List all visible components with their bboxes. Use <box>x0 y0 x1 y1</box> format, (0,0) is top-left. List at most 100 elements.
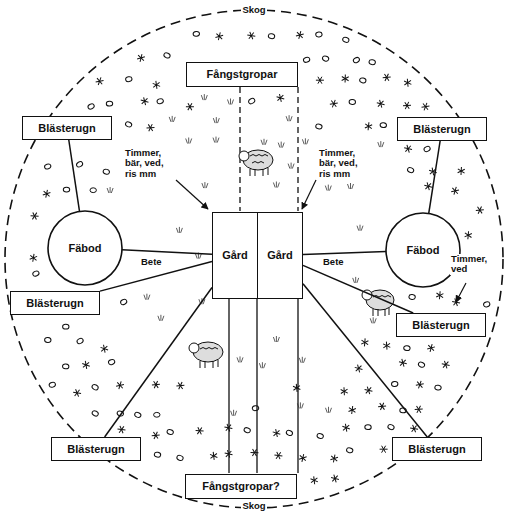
grass-mark <box>202 182 208 188</box>
tree-mark <box>120 298 128 305</box>
tree-mark <box>421 103 430 111</box>
tree-mark <box>292 383 302 393</box>
tree-mark <box>108 359 115 365</box>
tree-mark <box>347 405 357 415</box>
path-line <box>303 251 386 254</box>
tree-mark <box>346 447 353 453</box>
sheep-icons <box>189 150 394 368</box>
tree-mark <box>340 74 350 84</box>
tree-mark <box>195 427 203 434</box>
tree-mark <box>407 167 415 174</box>
place-box: Blästerugn <box>396 313 486 337</box>
tree-mark <box>156 98 163 104</box>
grass-mark <box>213 137 219 143</box>
tree-mark <box>117 426 126 434</box>
tree-mark <box>146 124 154 131</box>
grass-mark <box>176 227 182 233</box>
grass-mark <box>353 277 359 283</box>
tree-mark <box>42 189 52 198</box>
grass-mark <box>325 185 331 191</box>
tree-mark <box>154 412 160 417</box>
tree-mark <box>387 424 395 431</box>
grass-mark <box>201 94 207 100</box>
tree-mark <box>274 452 283 460</box>
place-name: Blästerugn <box>36 122 97 134</box>
tree-mark <box>382 341 392 351</box>
tree-mark <box>363 122 373 132</box>
tree-mark <box>81 360 91 369</box>
tree-mark <box>426 344 436 353</box>
tree-mark <box>125 121 133 128</box>
place-name: Fångstgropar? <box>200 480 282 492</box>
tree-mark <box>247 32 256 40</box>
tree-mark <box>298 454 308 463</box>
tree-mark <box>152 381 161 389</box>
tree-mark <box>106 101 113 106</box>
grass-mark <box>278 142 284 148</box>
place-box: Blästerugn <box>392 437 482 461</box>
map-note: Skog <box>241 5 266 15</box>
tree-mark <box>99 344 109 353</box>
place-box: Gård <box>257 212 303 299</box>
place-name: Blästerugn <box>411 123 472 135</box>
tree-mark <box>76 161 84 168</box>
tree-mark <box>224 450 233 459</box>
tree-mark <box>90 188 96 193</box>
place-name: Fångstgropar <box>205 68 280 80</box>
grass-mark <box>357 225 363 231</box>
place-name: Blästerugn <box>65 443 126 455</box>
tree-mark <box>32 270 40 277</box>
tree-mark <box>186 103 194 110</box>
tree-mark <box>410 425 419 433</box>
map-note: Skog <box>241 501 266 511</box>
tree-mark <box>409 294 416 300</box>
tree-mark <box>418 361 426 368</box>
tree-mark <box>329 454 339 463</box>
grass-mark <box>273 336 279 342</box>
tree-mark <box>309 476 319 486</box>
tree-mark <box>295 31 305 40</box>
map-note: Bete <box>140 257 163 267</box>
tree-mark <box>365 425 372 430</box>
tree-mark <box>380 446 388 453</box>
tree-mark <box>352 56 360 63</box>
path-line <box>69 140 80 211</box>
tree-mark <box>30 212 38 219</box>
tree-mark <box>176 382 185 390</box>
forest-and-grass-texture <box>28 31 490 485</box>
tree-mark <box>286 429 294 436</box>
tree-mark <box>403 144 412 153</box>
grass-mark <box>213 117 219 123</box>
tree-mark <box>193 31 200 36</box>
tree-mark <box>250 449 258 456</box>
tree-mark <box>403 345 410 350</box>
tree-mark <box>415 406 423 413</box>
tree-mark <box>339 386 349 396</box>
tree-mark <box>423 182 432 191</box>
place-box: Fångstgropar <box>186 62 298 87</box>
grass-mark <box>297 402 303 408</box>
tree-mark <box>450 187 459 196</box>
grass-mark <box>259 362 265 368</box>
tree-mark <box>215 32 225 41</box>
grass-mark <box>370 317 376 323</box>
grass-mark <box>348 183 354 189</box>
summer-farm-circle: Fäbod <box>47 210 123 286</box>
tree-mark <box>341 423 351 432</box>
tree-mark <box>49 382 56 388</box>
place-box: Blästerugn <box>51 437 141 461</box>
map-note: Timmer, ved <box>450 254 494 275</box>
tree-mark <box>87 103 95 110</box>
tree-mark <box>315 123 322 129</box>
tree-mark <box>423 145 431 152</box>
tree-mark <box>441 360 450 368</box>
grass-mark <box>288 163 294 169</box>
tree-mark <box>349 99 356 104</box>
tree-mark <box>163 52 171 59</box>
place-box: Gård <box>212 212 258 299</box>
tree-mark <box>166 429 173 435</box>
grass-mark <box>186 138 192 144</box>
grass-mark <box>237 356 243 362</box>
tree-mark <box>151 80 161 89</box>
